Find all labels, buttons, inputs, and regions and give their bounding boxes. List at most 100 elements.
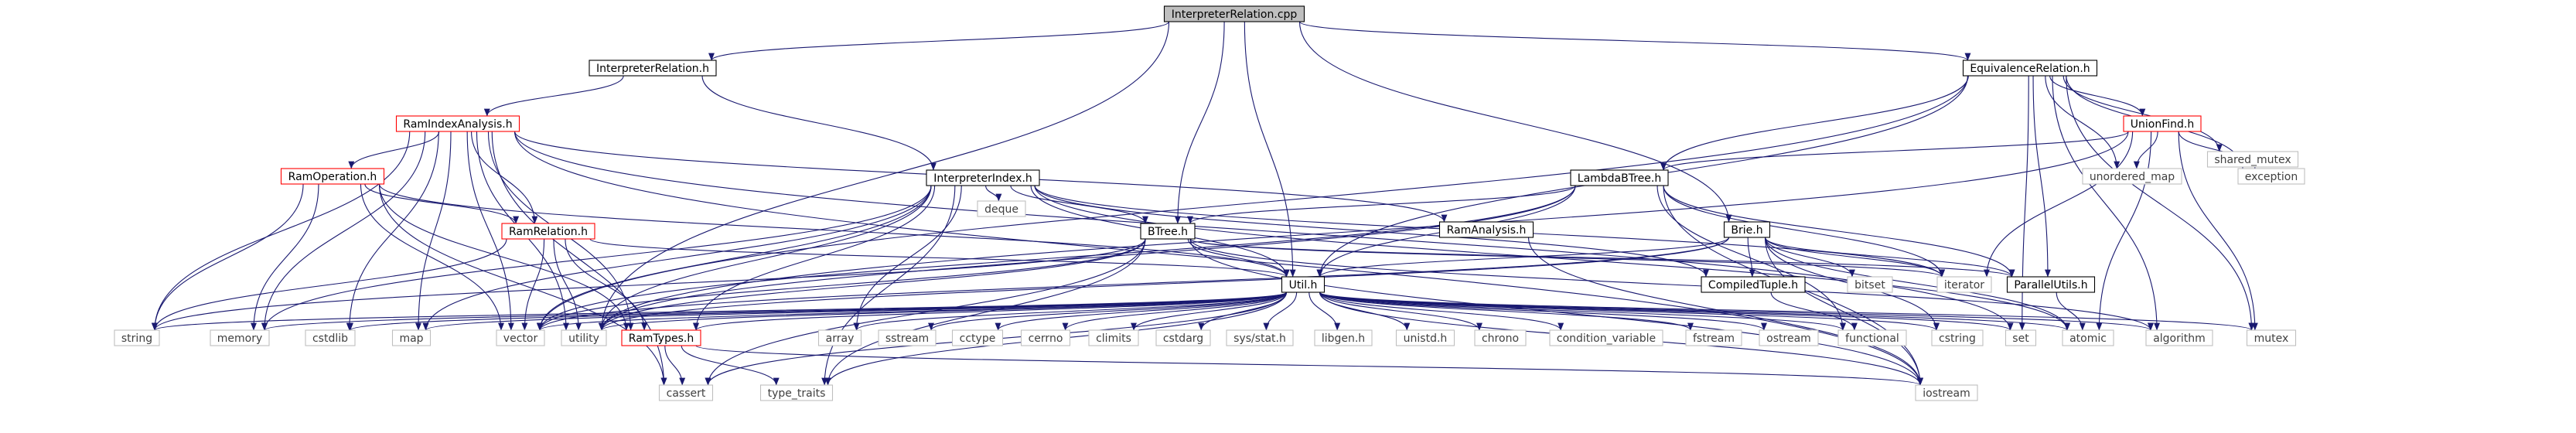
include-edge-equivrel_h-to-vector bbox=[537, 75, 1969, 331]
node-label: unistd.h bbox=[1404, 332, 1448, 345]
node-label: InterpreterRelation.h bbox=[596, 63, 709, 75]
node-array: array bbox=[817, 329, 862, 346]
node-atomic: atomic bbox=[2062, 329, 2114, 346]
node-label: libgen.h bbox=[1322, 332, 1365, 345]
include-edge-interpidx_h-to-memory bbox=[261, 185, 932, 331]
node-brie-h[interactable]: Brie.h bbox=[1723, 221, 1771, 238]
node-label: cctype bbox=[960, 332, 996, 345]
node-ramop-h[interactable]: RamOperation.h bbox=[280, 168, 385, 185]
include-edge-util_h-to-cstring bbox=[1319, 292, 1940, 331]
node-box bbox=[1020, 329, 1071, 346]
include-edge-compiledtuple_h-to-functional bbox=[1770, 292, 1858, 331]
node-ramrel-h[interactable]: RamRelation.h bbox=[501, 223, 595, 240]
node-interpidx-h[interactable]: InterpreterIndex.h bbox=[926, 169, 1040, 186]
node-bitset: bitset bbox=[1847, 276, 1893, 293]
include-edge-btree_h-to-vector bbox=[537, 238, 1146, 331]
node-label: CompiledTuple.h bbox=[1708, 279, 1798, 292]
include-edge-equivrel_h-to-unionfind_h bbox=[2049, 75, 2146, 117]
node-util-h[interactable]: Util.h bbox=[1281, 276, 1326, 293]
include-edge-brie_h-to-util_h bbox=[1316, 237, 1730, 278]
include-edge-util_h-to-atomic bbox=[1319, 292, 2070, 331]
include-edge-lambdabtree_h-to-parallelutils_h bbox=[1663, 185, 2015, 278]
node-ramanalysis-h[interactable]: RamAnalysis.h bbox=[1438, 221, 1534, 238]
node-box bbox=[1570, 169, 1669, 186]
node-map: map bbox=[391, 329, 432, 346]
include-edge-ramtypes_h-to-iostream bbox=[695, 345, 1923, 386]
include-edge-util_h-to-array bbox=[853, 292, 1288, 331]
node-lambdabtree-h[interactable]: LambdaBTree.h bbox=[1570, 169, 1669, 186]
node-label: array bbox=[826, 332, 855, 345]
include-edge-brie_h-to-bitset bbox=[1764, 237, 1855, 278]
node-sysstat-h: sys/stat.h bbox=[1226, 329, 1294, 346]
node-box bbox=[1395, 329, 1455, 346]
node-interprel-h[interactable]: InterpreterRelation.h bbox=[589, 60, 717, 77]
include-edge-ramrel_h-to-util_h bbox=[589, 238, 1290, 278]
include-edge-btree_h-to-utility bbox=[599, 238, 1146, 331]
node-label: RamIndexAnalysis.h bbox=[403, 118, 512, 131]
node-ostream: ostream bbox=[1759, 329, 1819, 346]
include-edge-util_h-to-algorithm bbox=[1319, 292, 2154, 331]
include-edge-equivrel_h-to-mutex bbox=[2066, 75, 2255, 331]
node-algorithm: algorithm bbox=[2145, 329, 2213, 346]
node-root[interactable]: InterpreterRelation.cpp bbox=[1163, 5, 1305, 22]
include-edge-brie_h-to-vector bbox=[537, 237, 1730, 331]
node-label: deque bbox=[984, 203, 1018, 216]
node-condvar: condition_variable bbox=[1549, 329, 1663, 346]
node-box bbox=[1931, 329, 1984, 346]
node-ramindex-h[interactable]: RamIndexAnalysis.h bbox=[395, 115, 520, 132]
include-edge-ramop_h-to-cassert bbox=[378, 183, 667, 386]
node-label: string bbox=[121, 332, 152, 345]
node-box bbox=[2082, 168, 2182, 185]
node-box bbox=[2246, 329, 2297, 346]
include-edge-util_h-to-utility bbox=[599, 292, 1288, 331]
include-edge-equivrel_h-to-parallelutils_h bbox=[2032, 75, 2051, 278]
include-edge-ramop_h-to-ramrel_h bbox=[364, 183, 520, 224]
include-edge-ramindex_h-to-cassert bbox=[491, 131, 667, 386]
node-box bbox=[1155, 329, 1211, 346]
include-edge-interpidx_h-to-vector bbox=[537, 185, 932, 331]
node-box bbox=[395, 115, 520, 132]
node-box bbox=[496, 329, 545, 346]
node-label: cstdarg bbox=[1163, 332, 1203, 345]
include-edge-lambdabtree_h-to-btree_h bbox=[1187, 185, 1576, 224]
node-label: atomic bbox=[2069, 332, 2107, 345]
node-btree-h[interactable]: BTree.h bbox=[1140, 223, 1196, 240]
include-edge-equivrel_h-to-unordered_map bbox=[2045, 75, 2121, 169]
node-iterator: iterator bbox=[1936, 276, 1992, 293]
node-label: utility bbox=[568, 332, 599, 345]
node-box bbox=[951, 329, 1004, 346]
include-edge-equivrel_h-to-shared_mutex bbox=[2063, 75, 2223, 152]
node-label: fstream bbox=[1693, 332, 1735, 345]
include-edge-ramop_h-to-vector bbox=[360, 183, 504, 331]
node-box bbox=[1438, 221, 1534, 238]
node-compiledtuple-h[interactable]: CompiledTuple.h bbox=[1701, 276, 1806, 293]
node-box bbox=[1140, 223, 1196, 240]
node-cctype: cctype bbox=[951, 329, 1004, 346]
node-box bbox=[1281, 276, 1326, 293]
node-label: set bbox=[2012, 332, 2029, 345]
node-label: bitset bbox=[1854, 279, 1885, 292]
include-edge-ramindex_h-to-memory bbox=[261, 131, 426, 331]
node-box bbox=[391, 329, 432, 346]
node-label: iostream bbox=[1923, 387, 1970, 400]
node-box bbox=[1837, 329, 1907, 346]
node-box bbox=[1314, 329, 1373, 346]
node-unordered-map: unordered_map bbox=[2082, 168, 2182, 185]
node-box bbox=[1759, 329, 1819, 346]
include-edge-interpidx_h-to-btree_h bbox=[1010, 185, 1148, 224]
node-parallelutils-h[interactable]: ParallelUtils.h bbox=[2006, 276, 2096, 293]
node-label: Util.h bbox=[1289, 279, 1318, 292]
include-edge-btree_h-to-string bbox=[152, 238, 1146, 331]
node-mutex: mutex bbox=[2246, 329, 2297, 346]
include-edge-ramop_h-to-util_h bbox=[378, 183, 1290, 278]
node-box bbox=[1723, 221, 1771, 238]
node-equivrel-h[interactable]: EquivalenceRelation.h bbox=[1962, 60, 2098, 77]
node-label: condition_variable bbox=[1557, 332, 1656, 345]
include-edge-util_h-to-sstream bbox=[928, 292, 1288, 331]
node-unionfind-h[interactable]: UnionFind.h bbox=[2123, 115, 2202, 132]
node-ramtypes-h[interactable]: RamTypes.h bbox=[621, 329, 701, 346]
include-edge-interpidx_h-to-compiledtuple_h bbox=[1034, 185, 1709, 278]
include-edge-util_h-to-sysstat_h bbox=[1263, 292, 1298, 331]
include-edge-interprel_h-to-interpidx_h bbox=[701, 75, 937, 171]
